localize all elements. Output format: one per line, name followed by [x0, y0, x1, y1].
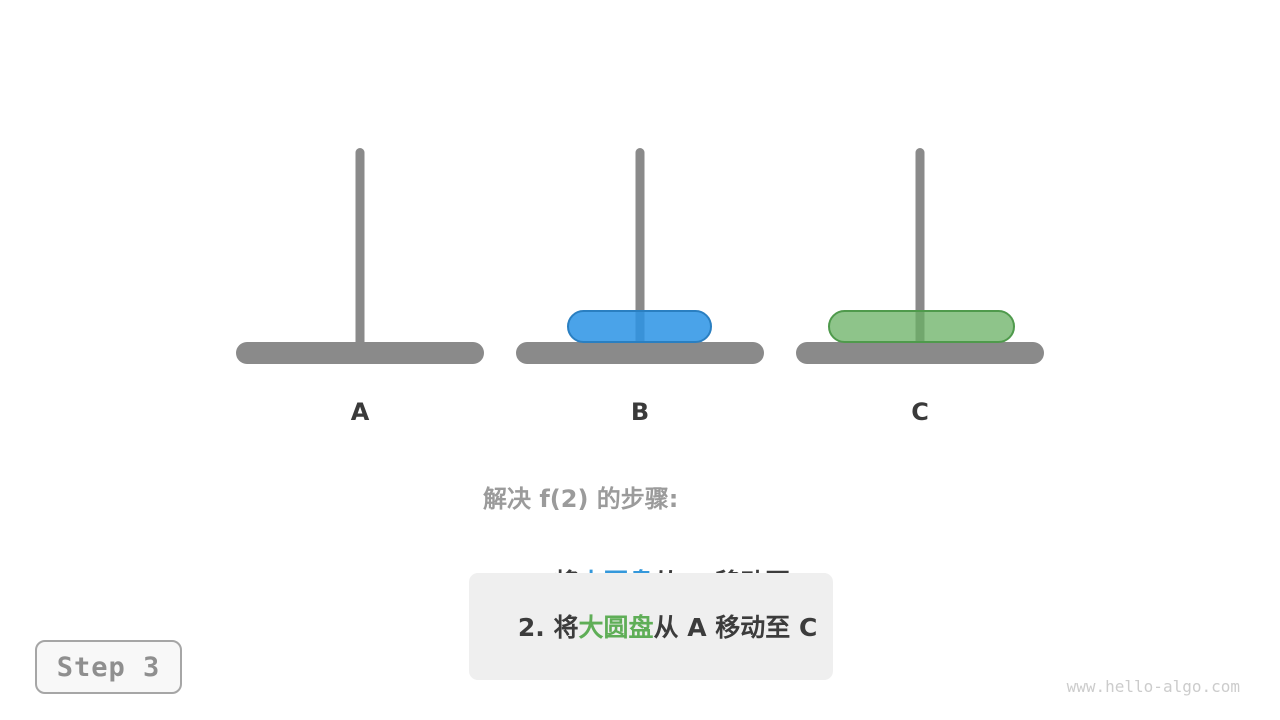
peg-base: [516, 342, 764, 364]
small-disk: [567, 310, 712, 343]
tower-c: C: [796, 148, 1044, 428]
large-disk-ref: 大圆盘: [578, 613, 654, 642]
step-badge: Step 3: [35, 640, 182, 694]
step-line-2-highlighted: 2. 将大圆盘从 A 移动至 C: [469, 573, 834, 680]
tower-b: B: [516, 148, 764, 428]
tower-a: A: [236, 148, 484, 428]
large-disk: [828, 310, 1015, 343]
peg-label-c: C: [911, 398, 929, 426]
peg-label-b: B: [630, 398, 650, 426]
peg-pole: [915, 148, 925, 358]
peg-pole: [355, 148, 365, 358]
peg-base: [236, 342, 484, 364]
watermark: www.hello-algo.com: [1066, 677, 1240, 696]
caption-title: 解决 f(2) 的步骤:: [483, 485, 679, 513]
step-number: 2.: [517, 613, 554, 642]
peg-base: [796, 342, 1044, 364]
from-peg: A: [687, 613, 707, 642]
peg-label-a: A: [350, 398, 370, 426]
to-peg: C: [798, 613, 818, 642]
peg-pole: [635, 148, 645, 358]
